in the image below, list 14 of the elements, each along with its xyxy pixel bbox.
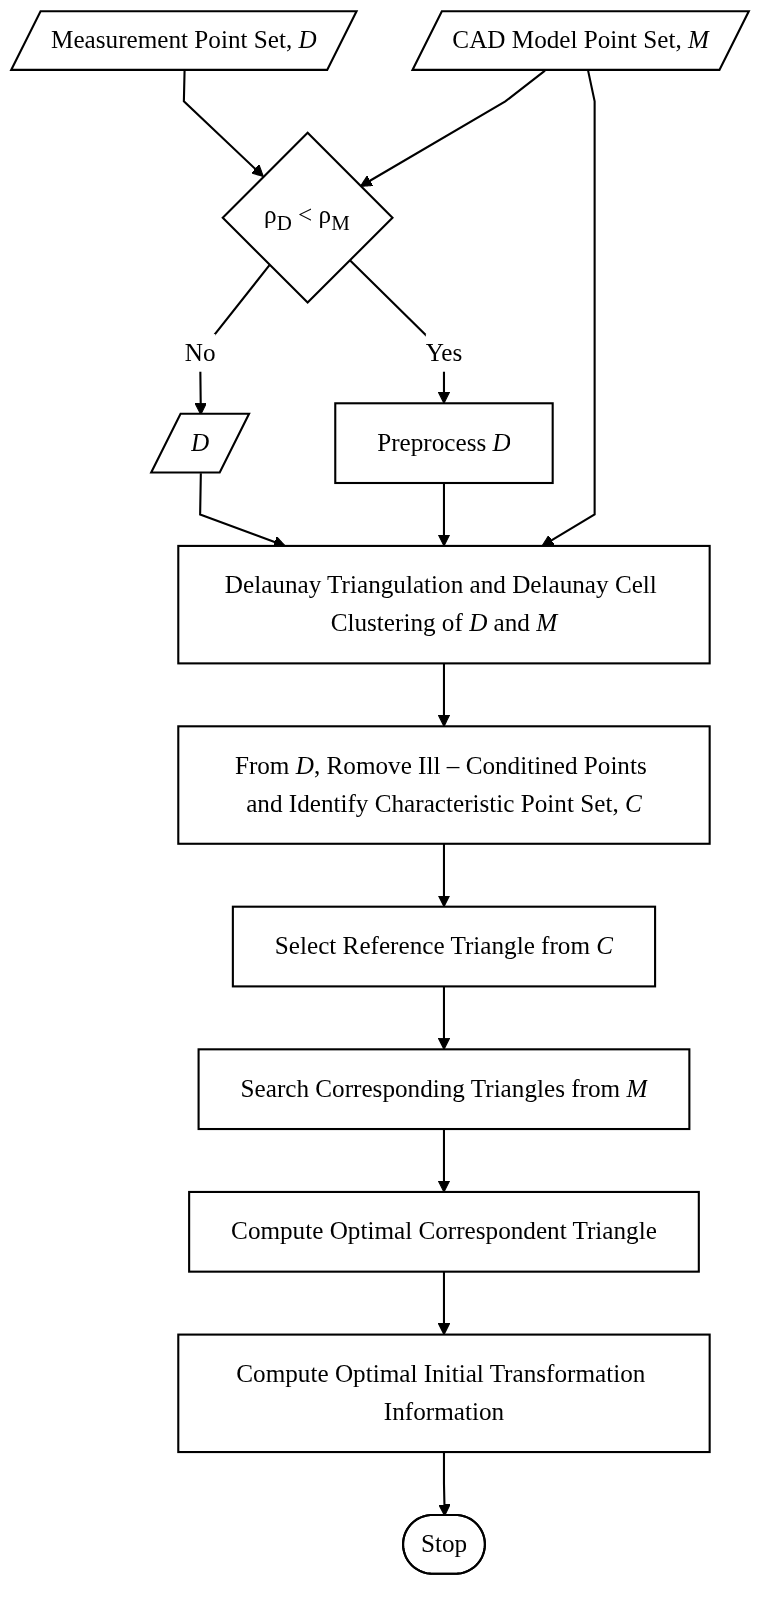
edge-label: Yes (425, 338, 463, 367)
arrow (437, 663, 451, 727)
node-box: Search Corresponding Triangles from M (197, 1048, 691, 1131)
edge-label: No (184, 338, 216, 367)
node-box: Delaunay Triangulation and Delaunay Cell Clustering of D and M (177, 544, 711, 665)
arrow (182, 70, 264, 178)
arrow (437, 986, 451, 1050)
node-box: Select Reference Triangle from C (231, 905, 657, 988)
node-box: Preprocess D (334, 402, 554, 485)
node-box: Compute Optimal Initial Transformation Information (177, 1333, 711, 1454)
node-box: From D, Romove Ill – Conditined Points and Identify Characteristic Point Set, C (177, 725, 711, 845)
node-diamond: ρ$_{D}$ < ρ$_{M}$ (221, 131, 394, 305)
node-box: Compute Optimal Correspondent Triangle (188, 1190, 700, 1273)
arrow (359, 69, 546, 187)
